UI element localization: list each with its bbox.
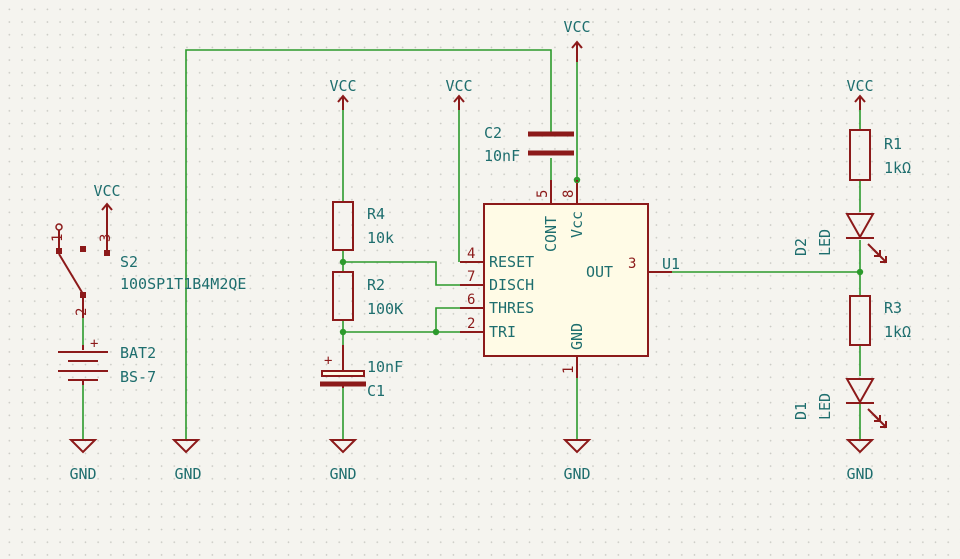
- r2-value: 100K: [367, 300, 403, 318]
- u1-disch-label: DISCH: [489, 276, 534, 294]
- wire-thres: [435, 307, 460, 332]
- capacitor-plate: [321, 370, 365, 377]
- junction-dot: [339, 328, 347, 336]
- ic-u1[interactable]: 4 7 6 2 5 8 1 3 RESET DISCH THRES TRI CO…: [460, 176, 680, 379]
- resistor-r1[interactable]: R1 1kΩ: [849, 129, 911, 181]
- u1-pin3-number: 3: [628, 256, 636, 272]
- switch-contact: [80, 246, 86, 252]
- gnd-label: GND: [846, 465, 873, 483]
- u1-pin7-number: 7: [467, 269, 475, 285]
- vcc-label: VCC: [563, 18, 590, 36]
- ic-body: [483, 203, 649, 357]
- vcc-symbol-r1[interactable]: VCC: [846, 77, 874, 110]
- r3-ref: R3: [884, 299, 902, 317]
- resistor-body: [849, 129, 871, 181]
- resistor-r2[interactable]: R2 100K: [332, 271, 403, 321]
- bat2-ref: BAT2: [120, 344, 156, 362]
- r2-ref: R2: [367, 276, 385, 294]
- resistor-body: [332, 271, 354, 321]
- vcc-label: VCC: [329, 77, 356, 95]
- r1-value: 1kΩ: [884, 159, 911, 177]
- d1-ref: D1: [792, 402, 810, 420]
- u1-pin4-number: 4: [467, 246, 475, 262]
- vcc-symbol-reset[interactable]: VCC: [445, 77, 473, 110]
- r4-value: 10k: [367, 229, 394, 247]
- capacitor-c1[interactable]: + 10nF C1: [320, 345, 403, 400]
- led-d1[interactable]: D1 LED: [792, 378, 887, 428]
- gnd-symbol-c1[interactable]: GND: [328, 439, 358, 483]
- u1-pin5-number: 5: [535, 190, 551, 198]
- led-triangle: [845, 213, 875, 240]
- capacitor-c2[interactable]: C2 10nF: [484, 124, 574, 165]
- u1-reset-label: RESET: [489, 253, 534, 271]
- u1-out-label: OUT: [586, 263, 613, 281]
- vcc-label: VCC: [846, 77, 873, 95]
- switch-pin2-number: 2: [74, 308, 90, 316]
- vcc-symbol-r4[interactable]: VCC: [329, 77, 357, 110]
- s2-value: 100SP1T1B4M2QE: [120, 275, 246, 293]
- u1-gnd-label: GND: [568, 323, 586, 350]
- resistor-body: [332, 201, 354, 251]
- led-d2[interactable]: D2 LED: [792, 213, 887, 263]
- gnd-symbol-cont[interactable]: GND: [171, 439, 202, 483]
- gnd-label: GND: [69, 465, 96, 483]
- gnd-symbol-d1[interactable]: GND: [845, 439, 875, 483]
- c1-ref: C1: [367, 382, 385, 400]
- r3-value: 1kΩ: [884, 323, 911, 341]
- c2-value: 10nF: [484, 147, 520, 165]
- switch-contact: [104, 250, 110, 256]
- junction-dot: [856, 268, 864, 276]
- c2-ref: C2: [484, 124, 502, 142]
- junction-dot: [432, 328, 440, 336]
- u1-tri-label: TRI: [489, 323, 516, 341]
- d2-ref: D2: [792, 238, 810, 256]
- junction-dot: [339, 258, 347, 266]
- resistor-body: [849, 295, 871, 346]
- led-triangle: [845, 378, 875, 405]
- switch-pin3-number: 3: [98, 234, 114, 242]
- c1-value: 10nF: [367, 358, 403, 376]
- gnd-label: GND: [563, 465, 590, 483]
- d1-value: LED: [816, 393, 834, 420]
- u1-pin8-number: 8: [561, 190, 577, 198]
- wire-cont-loop: [185, 49, 552, 440]
- u1-thres-label: THRES: [489, 299, 534, 317]
- gnd-symbol-u1[interactable]: GND: [562, 439, 592, 483]
- switch-pin1-number: 1: [50, 234, 66, 242]
- d2-value: LED: [816, 229, 834, 256]
- vcc-label: VCC: [445, 77, 472, 95]
- battery-plus-sign: +: [90, 336, 98, 352]
- r1-ref: R1: [884, 135, 902, 153]
- switch-contact: [56, 248, 62, 254]
- switch-lever: [58, 253, 84, 295]
- u1-cont-label: CONT: [542, 216, 560, 252]
- vcc-symbol-u1[interactable]: VCC: [563, 18, 591, 62]
- vcc-label: VCC: [93, 182, 120, 200]
- capacitor-plus-sign: +: [324, 353, 332, 369]
- u1-pin6-number: 6: [467, 292, 475, 308]
- switch-contact: [80, 292, 86, 298]
- gnd-label: GND: [329, 465, 356, 483]
- vcc-symbol-s2[interactable]: VCC: [93, 182, 121, 218]
- switch-pin1-terminal: [55, 223, 63, 231]
- resistor-r4[interactable]: R4 10k: [332, 201, 394, 251]
- resistor-r3[interactable]: R3 1kΩ: [849, 295, 911, 346]
- r4-ref: R4: [367, 205, 385, 223]
- battery-bat2[interactable]: + BAT2 BS-7: [58, 336, 156, 386]
- gnd-symbol-bat[interactable]: GND: [68, 439, 98, 483]
- s2-ref: S2: [120, 253, 138, 271]
- bat2-value: BS-7: [120, 368, 156, 386]
- u1-ref: U1: [662, 255, 680, 273]
- wires: [82, 49, 864, 440]
- switch-s2[interactable]: 1 3 2 S2 100SP1T1B4M2QE: [50, 218, 246, 318]
- u1-pin2-number: 2: [467, 316, 475, 332]
- gnd-label: GND: [174, 465, 201, 483]
- u1-pin1-number: 1: [561, 366, 577, 374]
- u1-vcc-label: Vcc: [568, 211, 586, 238]
- wire-disch: [343, 261, 460, 286]
